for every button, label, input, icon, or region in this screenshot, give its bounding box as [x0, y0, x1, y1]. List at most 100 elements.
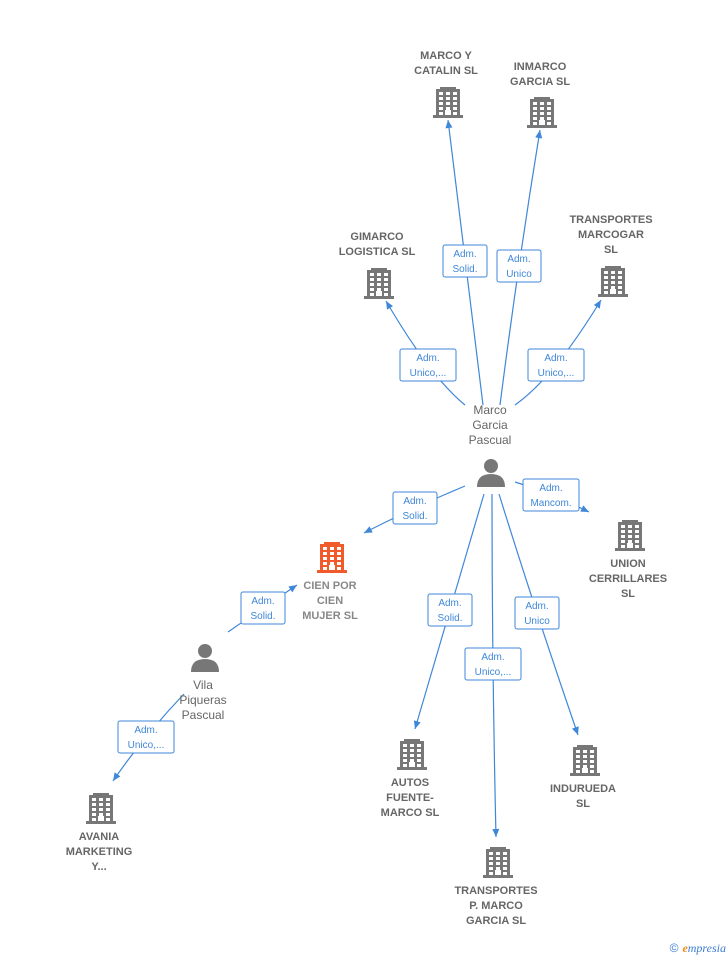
node-label: Pascual [182, 708, 225, 722]
node-label: FUENTE- [386, 792, 434, 804]
empresia-credit[interactable]: ©empresia [670, 941, 726, 956]
node-label: Marco [473, 403, 507, 417]
edge-label-text: Unico [506, 269, 532, 280]
node-label: CIEN [317, 595, 343, 607]
node-label: UNION [610, 558, 646, 570]
building-icon [317, 542, 347, 573]
edge-label-text: Unico,... [410, 368, 447, 379]
edge-label[interactable]: Adm. Solid. [240, 591, 286, 625]
edge-marco-garcia-to-cien-por-cien: Adm. Solid. [363, 485, 466, 534]
edge-label-text: Unico,... [475, 667, 512, 678]
edge-marco-garcia-to-marco-y-catalin: Adm. Solid. [442, 119, 488, 406]
edge-label-text: Mancom. [530, 498, 571, 509]
arrowhead-icon [593, 300, 601, 309]
edge-label-text: Unico [524, 616, 550, 627]
building-icon [483, 847, 513, 878]
edge-label-text: Adm. [134, 725, 157, 736]
node-label: INDURUEDA [550, 783, 616, 795]
node-label: GARCIA SL [466, 915, 526, 927]
node-label: AUTOS [391, 777, 429, 789]
edge-label-text: Adm. [438, 598, 461, 609]
edge-label-text: Adm. [403, 496, 426, 507]
edge-marco-garcia-to-autos-fuente: Adm. Solid. [413, 493, 485, 730]
edge-vila-piqueras-to-avania: Adm. Unico,... [112, 693, 185, 782]
node-label: SL [576, 798, 590, 810]
node-label: LOGISTICA SL [339, 246, 416, 258]
node-label: Vila [193, 678, 213, 692]
edge-label[interactable]: Adm. Unico,... [464, 647, 522, 681]
edge-label[interactable]: Adm. Unico,... [527, 348, 585, 382]
edge-label-text: Unico,... [538, 368, 575, 379]
edge-label[interactable]: Adm.Unico [496, 249, 542, 283]
node-label: TRANSPORTES [454, 885, 537, 897]
edge-label-text: Solid. [250, 611, 275, 622]
edge-label-text: Adm. [539, 483, 562, 494]
edge-label[interactable]: Adm. Solid. [392, 491, 438, 525]
node-label: AVANIA [79, 831, 120, 843]
brand-name: mpresia [687, 941, 726, 955]
edge-label-text: Adm. [481, 652, 504, 663]
building-icon [598, 266, 628, 297]
edge-label-text: Unico,... [128, 740, 165, 751]
node-label: MARCO Y [420, 50, 472, 62]
node-label: SL [604, 244, 618, 256]
building-icon [397, 739, 427, 770]
edge-marco-garcia-to-indurueda: Adm.Unico [498, 493, 579, 736]
edge-marco-garcia-to-gimarco: Adm. Unico,... [385, 300, 466, 406]
edge-label-box [240, 591, 286, 625]
edge-marco-garcia-to-inmarco: Adm.Unico [496, 129, 543, 406]
arrowhead-icon [113, 772, 121, 781]
edge-label-text: Adm. [251, 596, 274, 607]
node-avania[interactable]: AVANIAMARKETINGY... [66, 793, 133, 873]
edge-marco-garcia-to-transportes-p-marco: Adm. Unico,... [464, 493, 522, 838]
arrowhead-icon [580, 505, 589, 512]
edge-label[interactable]: Adm. Solid. [442, 244, 488, 278]
edge-label-text: Adm. [416, 353, 439, 364]
node-label: Garcia [472, 418, 508, 432]
edge-label-text: Solid. [452, 264, 477, 275]
brand-initial: e [682, 941, 688, 955]
edge-marco-garcia-to-transportes-marcogar: Adm. Unico,... [514, 299, 602, 406]
edge-label-text: Solid. [437, 613, 462, 624]
edge-label[interactable]: Adm. Unico,... [399, 348, 457, 382]
edge-label-box [117, 720, 175, 754]
edge-label-text: Adm. [453, 249, 476, 260]
edge-label-box [427, 593, 473, 627]
edge-label-box [442, 244, 488, 278]
building-icon [364, 268, 394, 299]
person-icon [477, 459, 505, 487]
edge-label-box [522, 478, 580, 512]
edge-label-box [399, 348, 457, 382]
node-label: GARCIA SL [510, 76, 570, 88]
node-label: Y... [91, 861, 106, 873]
building-icon [433, 87, 463, 118]
edge-label-box [392, 491, 438, 525]
node-indurueda[interactable]: INDURUEDA SL [550, 745, 616, 810]
arrowhead-icon [535, 130, 543, 139]
edge-label-box [464, 647, 522, 681]
node-label: SL [621, 588, 635, 600]
edge-label-text: Adm. [544, 353, 567, 364]
node-label: TRANSPORTES [569, 214, 652, 226]
node-autos-fuente[interactable]: AUTOS FUENTE- MARCO SL [381, 739, 440, 819]
edge-label-text: Solid. [402, 511, 427, 522]
node-label: MARCO SL [381, 807, 440, 819]
arrowhead-icon [492, 828, 500, 837]
edge-label[interactable]: Adm. Solid. [427, 593, 473, 627]
arrowhead-icon [572, 726, 579, 735]
edge-vila-piqueras-to-cien-por-cien: Adm. Solid. [227, 584, 298, 633]
node-label: Piqueras [179, 693, 226, 707]
edge-label[interactable]: Adm. Unico,... [117, 720, 175, 754]
edge-label[interactable]: Adm.Unico [514, 596, 560, 630]
edge-label[interactable]: Adm. Mancom. [522, 478, 580, 512]
